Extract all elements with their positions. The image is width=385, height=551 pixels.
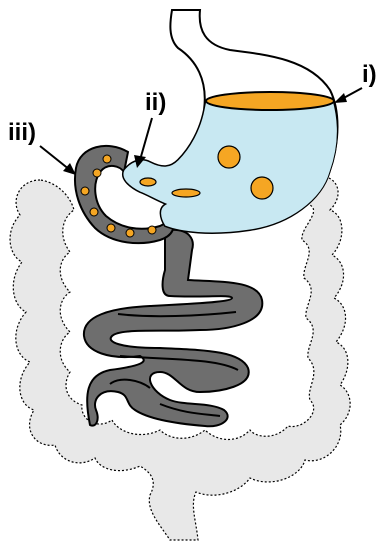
oil-droplet <box>218 146 240 168</box>
oil-droplet <box>172 189 200 197</box>
label-iii: iii) <box>8 119 36 146</box>
arrow-ii <box>134 118 152 168</box>
duodenum-droplet <box>103 155 111 163</box>
duodenum-droplet <box>148 226 156 234</box>
duodenum-droplet <box>107 224 115 232</box>
oil-droplet <box>140 178 156 186</box>
small-intestine <box>84 230 262 426</box>
oil-droplet <box>251 177 273 199</box>
label-ii: ii) <box>145 89 166 116</box>
duodenum-droplet <box>90 208 98 216</box>
arrow-iii <box>40 146 76 175</box>
arrow-i <box>334 88 362 103</box>
duodenum-droplet <box>93 169 101 177</box>
duodenum-droplet <box>81 187 89 195</box>
duodenum-droplet <box>126 229 134 237</box>
label-i: i) <box>362 61 377 88</box>
oil-layer <box>206 92 334 110</box>
